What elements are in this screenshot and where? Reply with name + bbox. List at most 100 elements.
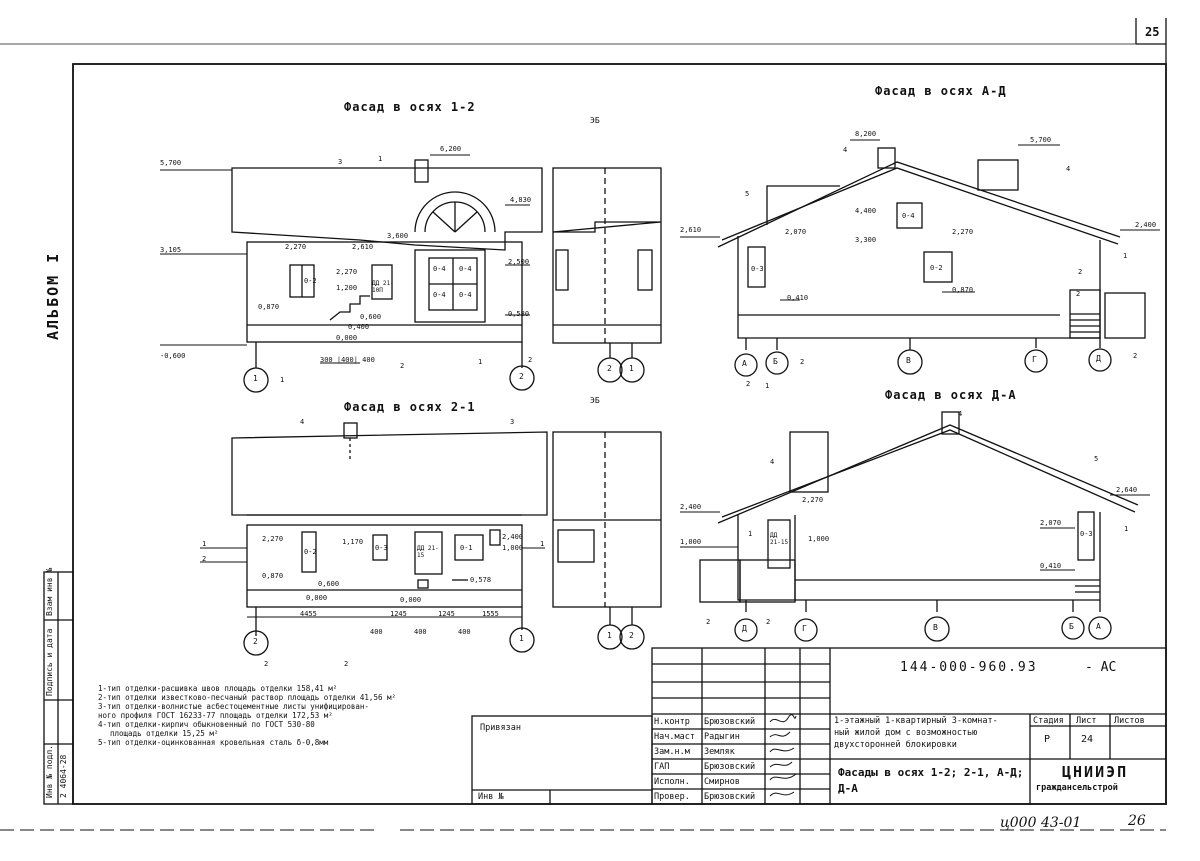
level-mark: 8,200 [855,130,877,138]
level-mark: 1,000 [502,544,524,552]
facade-1-2-title: Фасад в осях 1-2 [344,100,476,114]
callout: 4 [843,146,848,154]
level-mark: 3,600 [387,232,409,240]
level-mark: 0,410 [787,294,809,302]
note-line: 5-тип отделки-оцинкованная кровельная ст… [98,738,329,747]
callout: 4 [770,458,775,466]
level-mark: 3,300 [855,236,877,244]
project-name-line: двухсторонней блокировки [834,740,957,750]
level-mark: 5,700 [160,159,182,167]
axis-marker [734,618,758,642]
note-line: 1-тип отделки-расшивка швов площадь отде… [98,684,338,693]
axis-label: Д [742,624,747,633]
level-mark: 0,400 [348,323,370,331]
level-mark: 2,400 [502,533,524,541]
role-label: Провер. [654,792,690,802]
level-mark: 0,870 [952,286,974,294]
sheet-header: Лист [1076,716,1097,726]
facade-1-2-eb-label: ЭБ [590,116,600,125]
window-label: 0-4 [433,265,446,273]
level-mark: 2,270 [285,243,307,251]
level-mark: 2,070 [1040,519,1062,527]
axis-marker [1088,616,1112,640]
drawing-title: Д-А [838,782,858,795]
note-line: 4-тип отделки-кирпич обыкновенный по ГОС… [98,720,315,729]
privyazan-label: Привязан [480,723,521,733]
callout: 2 [1133,352,1138,360]
level-mark: 1,000 [808,535,830,543]
page-number: 25 [1145,25,1160,39]
role-label: Исполн. [654,777,690,787]
callout: 2 [766,618,771,626]
window-label: 0-4 [459,265,472,273]
level-mark: 2,400 [1135,221,1157,229]
note-line: 3-тип отделки-волнистые асбестоцементные… [98,702,369,711]
organization-name: ЦНИИЭП [1062,763,1129,781]
level-mark: -0,600 [160,352,186,360]
axis-marker [1024,349,1048,373]
axis-marker [619,624,645,650]
stamp-col-signature-header: Подпись и дата [45,628,54,696]
level-mark: 2,640 [1116,486,1138,494]
axis-label: 2 [519,372,524,381]
stage-value: Р [1044,734,1051,745]
axis-marker [509,627,535,653]
window-label: 0-4 [902,212,915,220]
callout: 2 [528,356,533,364]
level-mark: 2,610 [680,226,702,234]
signatures [769,714,797,797]
level-mark: 0,870 [262,572,284,580]
callout: 4 [1066,165,1071,173]
facade-2-1-title: Фасад в осях 2-1 [344,400,476,414]
callout: 3 [338,158,343,166]
document-suffix: - АС [1085,660,1117,675]
axis-label: 1 [629,364,634,373]
role-name: Земляк [704,747,735,757]
axis-marker [243,367,269,393]
finishing-notes: 1-тип отделки-расшивка швов площадь отде… [98,684,396,747]
axis-marker [897,349,923,375]
axis-marker [1088,348,1112,372]
level-mark: 4,400 [855,207,877,215]
axis-label: 1 [253,374,258,383]
organization-subtitle: граждансельстрой [1036,783,1118,793]
level-mark: 2,270 [952,228,974,236]
level-mark: 4,830 [510,196,532,204]
axis-label: Б [1069,622,1074,631]
window-label: 0-1 [460,544,473,552]
callout: 2 [202,555,207,563]
axis-marker [597,357,623,383]
axis-marker [924,616,950,642]
bottom-dim: 1245 [390,610,407,618]
level-mark: 2,270 [262,535,284,543]
note-line: 2-тип отделки известково-песчаный раство… [98,693,397,702]
level-mark: 0,000 [336,334,358,342]
callout: 4 [300,418,305,426]
document-code: 144-000-960.93 [900,660,1038,675]
level-mark: 2,270 [802,496,824,504]
callout: 3 [510,418,515,426]
level-mark: 0,000 [400,596,422,604]
bottom-dim: 400 [414,628,427,636]
bottom-dim: 400 [370,628,383,636]
role-label: ГАП [654,762,670,772]
callout: 1 [1124,525,1129,533]
window-label: 0-2 [930,264,943,272]
role-name: Брюзовский [704,717,756,727]
level-mark: 6,200 [440,145,462,153]
window-label: 0-4 [459,291,472,299]
axis-marker [509,365,535,391]
bottom-dim-label: 300 |400| 400 [320,356,375,364]
bottom-dim: 400 [458,628,471,636]
level-mark: 1,170 [342,538,364,546]
callout: 1 [280,376,285,384]
axis-marker [794,618,818,642]
window-label: ДД 21-15 [770,532,789,546]
stamp-col-replace-header: Взам инв № [45,567,54,616]
callout: 1 [765,382,770,390]
level-mark: 0,580 [508,310,530,318]
axis-label: А [742,359,747,368]
role-label: Нач.маст [654,732,695,742]
level-mark: 1,000 [680,538,702,546]
